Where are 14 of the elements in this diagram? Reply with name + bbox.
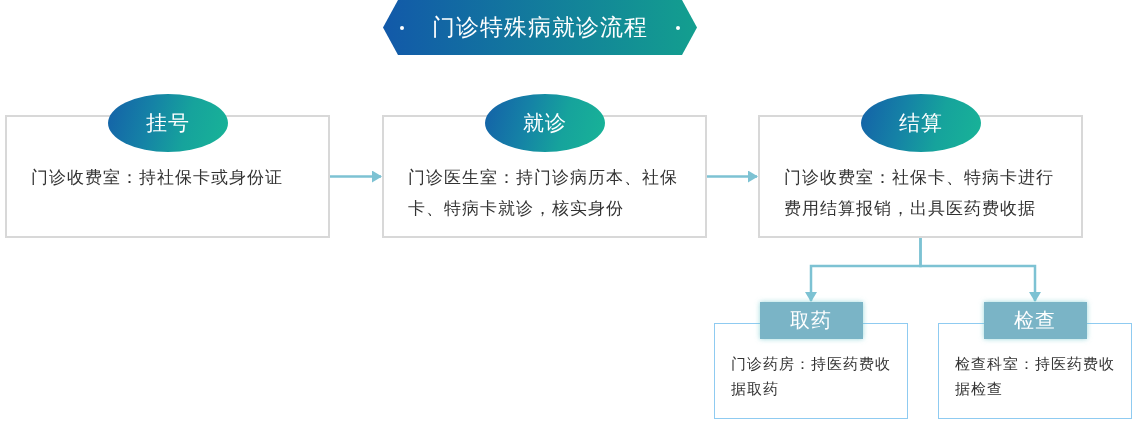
heading-badge: 结算 <box>860 94 981 152</box>
step-description: 检查科室：持医药费收据检查 <box>955 354 1116 400</box>
arrow <box>919 238 1041 302</box>
heading-badge: 就诊 <box>484 94 605 152</box>
step-description: 门诊医生室：持门诊病历本、社保卡、特病卡就诊，核实身份 <box>408 166 679 220</box>
title-banner: 门诊特殊病就诊流程 <box>383 0 697 55</box>
heading-badge: 挂号 <box>107 94 228 152</box>
step-description: 门诊药房：持医药费收据取药 <box>731 354 892 400</box>
heading-tab: 取药 <box>759 302 863 339</box>
step-description: 门诊收费室：社保卡、特病卡进行费用结算报销，出具医药费收据 <box>784 166 1055 220</box>
step-description: 门诊收费室：持社保卡或身份证 <box>31 166 284 189</box>
heading-tab: 检查 <box>983 302 1087 339</box>
arrow <box>330 170 382 183</box>
arrow <box>707 170 758 183</box>
